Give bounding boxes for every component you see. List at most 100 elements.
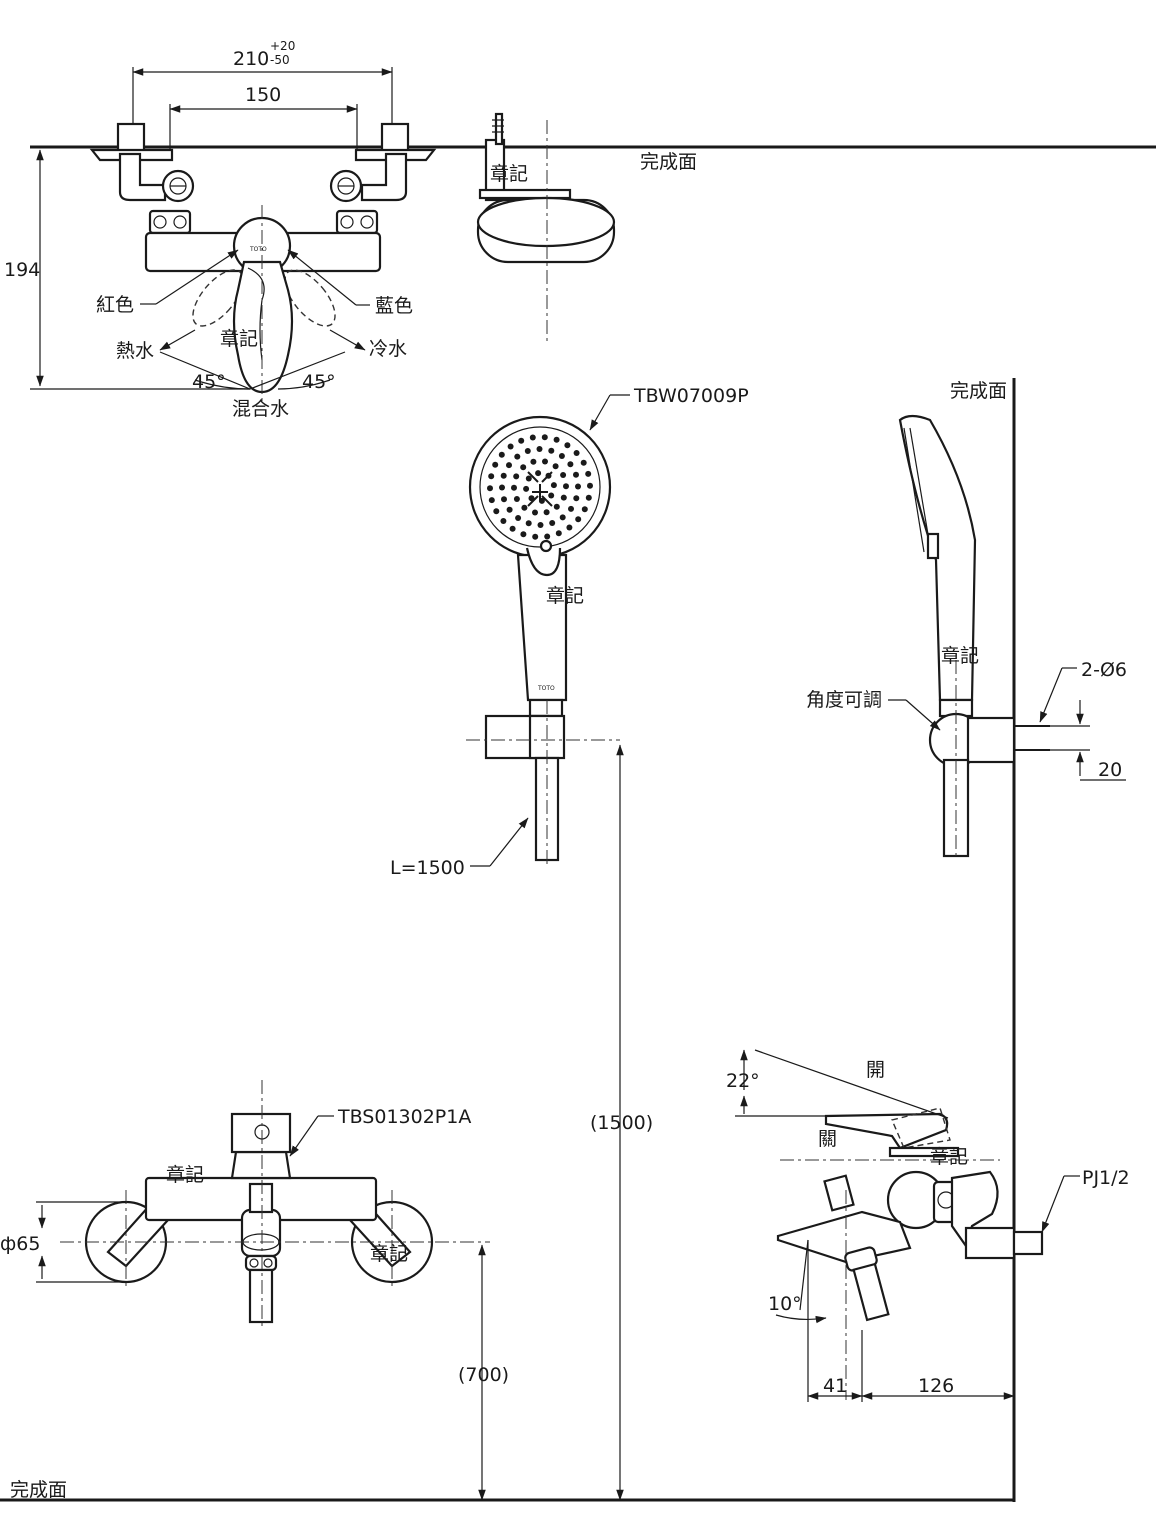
spray-dot [555, 530, 562, 537]
spray-dot [530, 458, 537, 465]
finish-surface-label-top: 完成面 [640, 151, 697, 173]
spray-dot [515, 515, 522, 521]
holder-top-view: 章記 [476, 112, 616, 345]
mark-label-top: 章記 [220, 328, 258, 350]
spray-dot [550, 482, 557, 489]
spray-dot [529, 434, 536, 441]
finish-surface-label-bottom: 完成面 [10, 1479, 67, 1501]
spray-dot [513, 473, 520, 480]
spray-dot [499, 484, 505, 491]
height-dimensions: (1500) (700) 完成面 [0, 744, 1014, 1502]
cold-water-label: 冷水 [369, 338, 407, 360]
angle-45-left: 45° [192, 371, 226, 393]
spray-dot [560, 494, 567, 501]
tolerance-minus: -50 [270, 53, 290, 67]
spray-dot [493, 508, 500, 515]
spray-dot [532, 533, 539, 540]
spray-dot [488, 473, 495, 480]
spray-dot [537, 522, 544, 528]
pipe-thread-label: PJ1/2 [1082, 1167, 1130, 1189]
spray-dot [573, 495, 580, 502]
top-view: TOTO 210 +20 -50 150 194 完成面 紅色 藍色 熱水 冷水… [4, 39, 1156, 420]
spray-dot [575, 483, 581, 490]
brand-logo-top: TOTO [249, 246, 267, 253]
spray-dot [488, 497, 495, 504]
hose-length-label: L=1500 [390, 857, 465, 879]
angle-10-label: 10° [768, 1293, 802, 1315]
mark-label-side: 章記 [941, 645, 979, 667]
spray-dot [513, 496, 520, 502]
spray-dot [567, 461, 574, 468]
blue-label: 藍色 [375, 295, 413, 317]
spray-dot [511, 484, 517, 491]
spray-dot [523, 485, 530, 492]
spray-dot [559, 514, 566, 521]
dim-150-label: 150 [245, 84, 281, 106]
open-label: 開 [866, 1059, 885, 1081]
finish-surface-label-side: 完成面 [950, 380, 1007, 402]
spray-dot [552, 463, 559, 470]
spray-dot [564, 442, 571, 449]
spray-dot [585, 470, 592, 477]
dim-700-label: (700) [458, 1364, 509, 1386]
spray-dot [566, 524, 573, 531]
angle-45-right: 45° [302, 371, 336, 393]
spray-dot [581, 506, 588, 513]
spray-dot [506, 506, 513, 513]
brand-logo-handshower: TOTO [537, 685, 555, 692]
spray-dot [543, 509, 550, 516]
faucet-model-label: TBS01302P1A [337, 1106, 471, 1128]
spray-dot [532, 509, 538, 516]
mark-label-faucet-left: 章記 [166, 1164, 204, 1186]
spray-dot [563, 483, 569, 490]
spray-dot [541, 434, 548, 441]
spray-dot [520, 531, 527, 538]
spray-dot [514, 453, 521, 460]
spray-dot [498, 451, 505, 458]
spray-dot [558, 453, 565, 459]
hot-water-label: 熱水 [116, 340, 154, 362]
mark-label-faucet-right: 章記 [370, 1243, 408, 1265]
dim-20-label: 20 [1098, 759, 1122, 781]
mark-label-holder: 章記 [490, 163, 528, 185]
spray-dot [587, 482, 593, 489]
spray-dot [580, 459, 587, 466]
spray-dot [585, 494, 592, 501]
spray-nozzle-dots [487, 434, 593, 540]
spray-dot [542, 458, 548, 465]
spray-dot [500, 518, 507, 524]
mixed-water-label: 混合水 [232, 398, 289, 420]
dim-126-label: 126 [918, 1375, 954, 1397]
spray-dot [560, 472, 567, 478]
spray-dot [518, 437, 525, 444]
spray-dot [548, 447, 555, 454]
angle-22-label: 22° [726, 1070, 760, 1092]
spray-dot [506, 462, 512, 469]
side-view: 完成面 章記 角度可調 2-Ø6 20 [806, 378, 1127, 1502]
spray-dot [487, 485, 493, 492]
spray-dot [501, 496, 507, 503]
spray-dot [521, 504, 528, 511]
spray-dot [507, 443, 514, 450]
adjustable-angle-label: 角度可調 [806, 689, 882, 711]
spray-dot [549, 520, 556, 526]
diameter-65-label: ф65 [0, 1233, 40, 1255]
spray-dot [520, 464, 527, 471]
handshower-model-label: TBW07009P [633, 385, 749, 407]
spray-dot [568, 505, 574, 512]
dim-194-label: 194 [4, 259, 40, 281]
dim-41-label: 41 [823, 1375, 847, 1397]
spray-dot [525, 520, 532, 527]
red-label: 紅色 [96, 294, 134, 316]
spray-dot [500, 472, 507, 479]
spray-dot [573, 471, 579, 478]
close-label: 關 [818, 1128, 837, 1150]
spray-dot [573, 450, 580, 456]
spray-dot [553, 503, 560, 510]
dim-1500-label: (1500) [590, 1112, 653, 1134]
spray-dot [509, 525, 516, 532]
faucet-front-view: TBS01302P1A 章記 章記 ф65 [0, 1080, 490, 1330]
spray-dot [525, 475, 532, 482]
dim-210-label: 210 [233, 48, 269, 70]
